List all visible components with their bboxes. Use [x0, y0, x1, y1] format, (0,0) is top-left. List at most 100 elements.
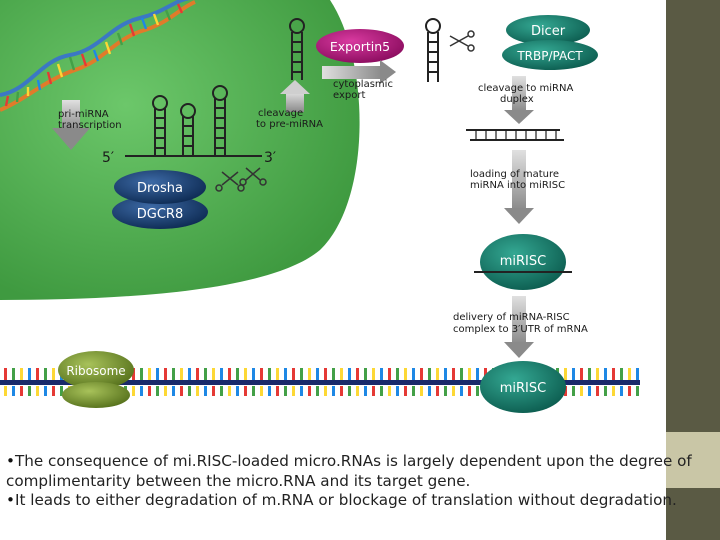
- annotation-export: export: [333, 90, 365, 101]
- mrna-base: [596, 368, 599, 380]
- annotation-pri-mirna: pri-miRNA: [58, 109, 109, 120]
- exportin5-shape: [316, 29, 404, 63]
- mrna-base: [284, 368, 287, 380]
- mrna-base: [404, 368, 407, 380]
- annotation-duplex: duplex: [500, 94, 534, 105]
- mrna-base: [180, 386, 183, 396]
- annotation-cytoplasmic: cytoplasmic: [333, 79, 393, 90]
- mrna-base: [452, 368, 455, 380]
- mrna-base: [460, 368, 463, 380]
- mrna-base: [340, 368, 343, 380]
- mrna-base: [44, 368, 47, 380]
- side-bar-dark: [666, 0, 720, 432]
- mrna-base: [172, 386, 175, 396]
- mrna-base: [140, 386, 143, 396]
- mrna-base: [612, 368, 615, 380]
- delivery-arrow: [504, 296, 534, 358]
- label-5-prime: 5′: [102, 150, 114, 166]
- ribosome-small-subunit: [62, 382, 130, 408]
- mrna-base: [628, 368, 631, 380]
- mrna-base: [356, 386, 359, 396]
- annotation-loading: loading of mature: [470, 169, 559, 180]
- mrna-base: [28, 368, 31, 380]
- mrna-base: [212, 368, 215, 380]
- mrna-base: [36, 368, 39, 380]
- mrna-base: [348, 386, 351, 396]
- mrna-base: [20, 368, 23, 380]
- mrna-base: [292, 368, 295, 380]
- transcription-arrow: [52, 100, 90, 150]
- mrna-base: [4, 386, 7, 396]
- annotation-to-pre-mirna: to pre-miRNA: [256, 119, 323, 130]
- mrna-base: [4, 368, 7, 380]
- bullet-item: •It leads to either degradation of m.RNA…: [6, 491, 677, 509]
- side-bar-light: [666, 432, 720, 488]
- mrna-base: [620, 368, 623, 380]
- mrna-base: [468, 368, 471, 380]
- mrna-base: [300, 386, 303, 396]
- mrna-base: [148, 386, 151, 396]
- mrna-base: [60, 386, 63, 396]
- mrna-base: [588, 386, 591, 396]
- mrna-base: [276, 368, 279, 380]
- mrna-base: [196, 368, 199, 380]
- mrna-base: [452, 386, 455, 396]
- mrna-base: [484, 368, 487, 380]
- mrna-base: [396, 386, 399, 396]
- dicer-scissors-icon: [449, 30, 475, 52]
- mrna-base: [468, 386, 471, 396]
- mrna-base: [604, 368, 607, 380]
- mrna-base: [388, 368, 391, 380]
- mrna-base: [12, 386, 15, 396]
- mrna-base: [332, 368, 335, 380]
- mrna-base: [324, 368, 327, 380]
- mrna-base: [428, 386, 431, 396]
- mrna-base: [340, 386, 343, 396]
- mrna-base: [476, 386, 479, 396]
- bullet-text-1: The consequence of mi.RISC-loaded micro.…: [6, 452, 692, 490]
- mrna-base: [252, 368, 255, 380]
- mrna-base: [52, 386, 55, 396]
- mrna-base: [636, 386, 639, 396]
- export-arrow: [322, 60, 396, 84]
- mrna-base: [372, 386, 375, 396]
- hairpin-1: [152, 95, 168, 156]
- mrna-base: [212, 386, 215, 396]
- pre-mirna-hairpin: [289, 18, 305, 80]
- mrna-base: [188, 368, 191, 380]
- dgcr8-shape: [112, 195, 208, 229]
- ribosome-label: Ribosome: [66, 364, 125, 378]
- mrna-base: [52, 368, 55, 380]
- scissors-icon: [215, 167, 267, 192]
- mrna-base: [428, 368, 431, 380]
- mrna-base: [20, 386, 23, 396]
- mrna-base: [580, 368, 583, 380]
- mrna-base: [132, 368, 135, 380]
- mrna-base: [300, 368, 303, 380]
- mrna-base: [164, 386, 167, 396]
- mrna-base: [268, 368, 271, 380]
- mrna-base: [636, 368, 639, 380]
- mrna-base: [444, 368, 447, 380]
- mrna-base: [156, 368, 159, 380]
- mrna-base: [380, 386, 383, 396]
- mrna-base: [292, 386, 295, 396]
- mrna-base: [388, 386, 391, 396]
- mrna-base: [268, 386, 271, 396]
- cytoplasm-pre-mirna: [425, 18, 441, 82]
- mrna-base: [460, 386, 463, 396]
- mrna-base: [172, 368, 175, 380]
- dicer-label: Dicer: [531, 24, 566, 39]
- mrna-base: [572, 386, 575, 396]
- mrna-base: [316, 368, 319, 380]
- mrna-base: [596, 386, 599, 396]
- mrna-base: [316, 386, 319, 396]
- annotation-cleavage-duplex: cleavage to miRNA: [478, 83, 573, 94]
- mrna-base: [12, 368, 15, 380]
- mrna-base: [604, 386, 607, 396]
- hairpin-2: [180, 103, 196, 156]
- side-bar-dark-bottom: [666, 488, 720, 540]
- bullet-text-2: It leads to either degradation of m.RNA …: [14, 491, 677, 509]
- exportin5-label: Exportin5: [330, 39, 390, 54]
